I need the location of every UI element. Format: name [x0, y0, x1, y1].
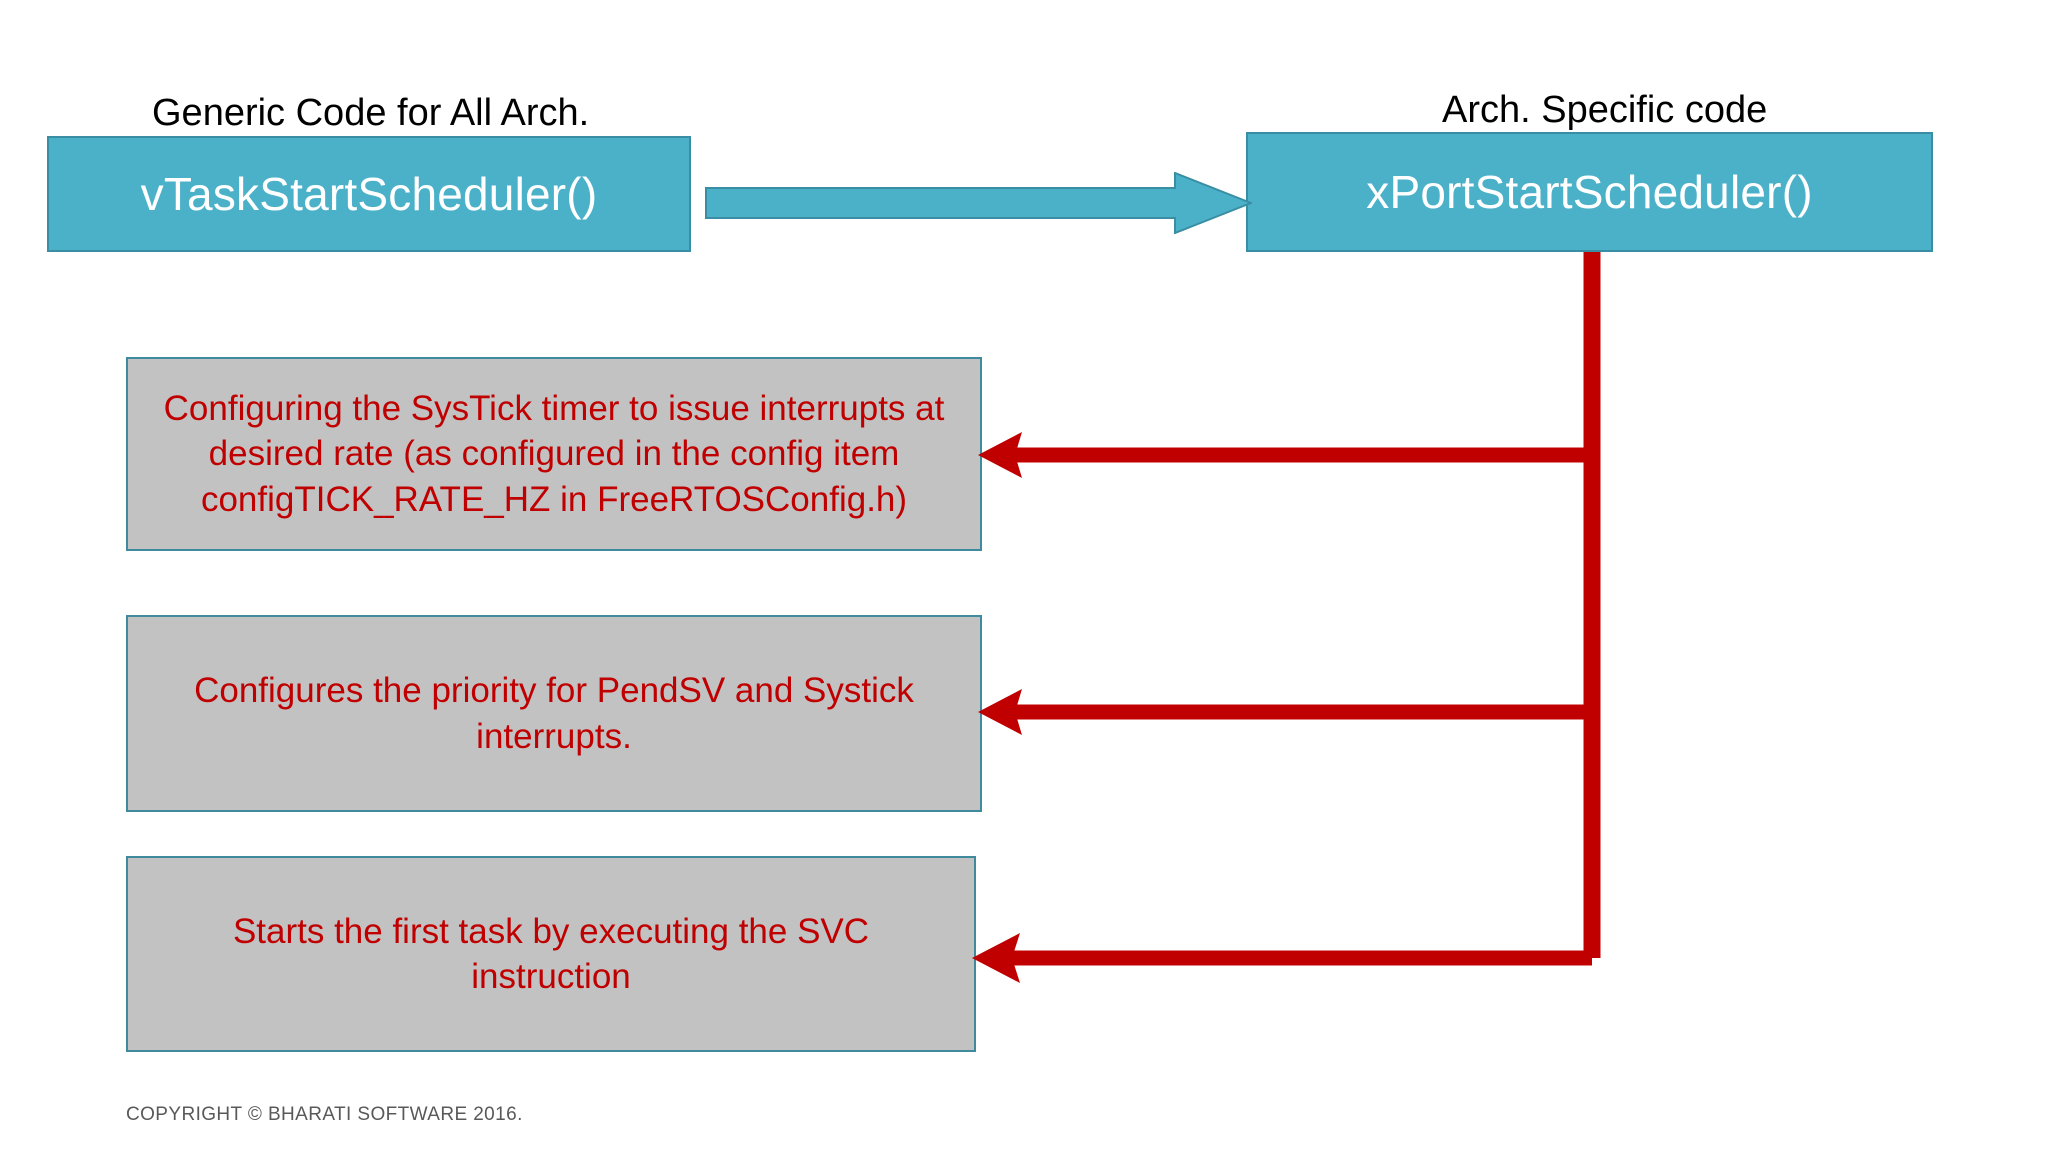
arrow-generic-to-arch-icon [705, 172, 1252, 234]
box-systick-config-label: Configuring the SysTick timer to issue i… [163, 388, 945, 519]
box-systick-config[interactable]: Configuring the SysTick timer to issue i… [126, 357, 982, 551]
box-first-task-label: Starts the first task by executing the S… [232, 911, 870, 997]
caption-arch-specific-code: Arch. Specific code [1442, 89, 1768, 131]
arrow-arch-to-systick-icon [978, 432, 1592, 478]
box-first-task[interactable]: Starts the first task by executing the S… [126, 856, 976, 1052]
arrow-arch-to-pendsv-icon [978, 689, 1592, 735]
box-pendsv-priority[interactable]: Configures the priority for PendSV and S… [126, 615, 982, 812]
box-pendsv-priority-label: Configures the priority for PendSV and S… [194, 671, 914, 756]
box-xportstartscheduler[interactable]: xPortStartScheduler() [1246, 132, 1933, 252]
box-vtaskstartscheduler-label: vTaskStartScheduler() [140, 168, 598, 220]
arrow-arch-to-first-task-icon [972, 933, 1592, 983]
box-vtaskstartscheduler[interactable]: vTaskStartScheduler() [47, 136, 691, 252]
copyright-notice: COPYRIGHT © BHARATI SOFTWARE 2016. [126, 1104, 523, 1125]
caption-generic-code: Generic Code for All Arch. [152, 92, 590, 134]
box-xportstartscheduler-label: xPortStartScheduler() [1366, 166, 1813, 218]
